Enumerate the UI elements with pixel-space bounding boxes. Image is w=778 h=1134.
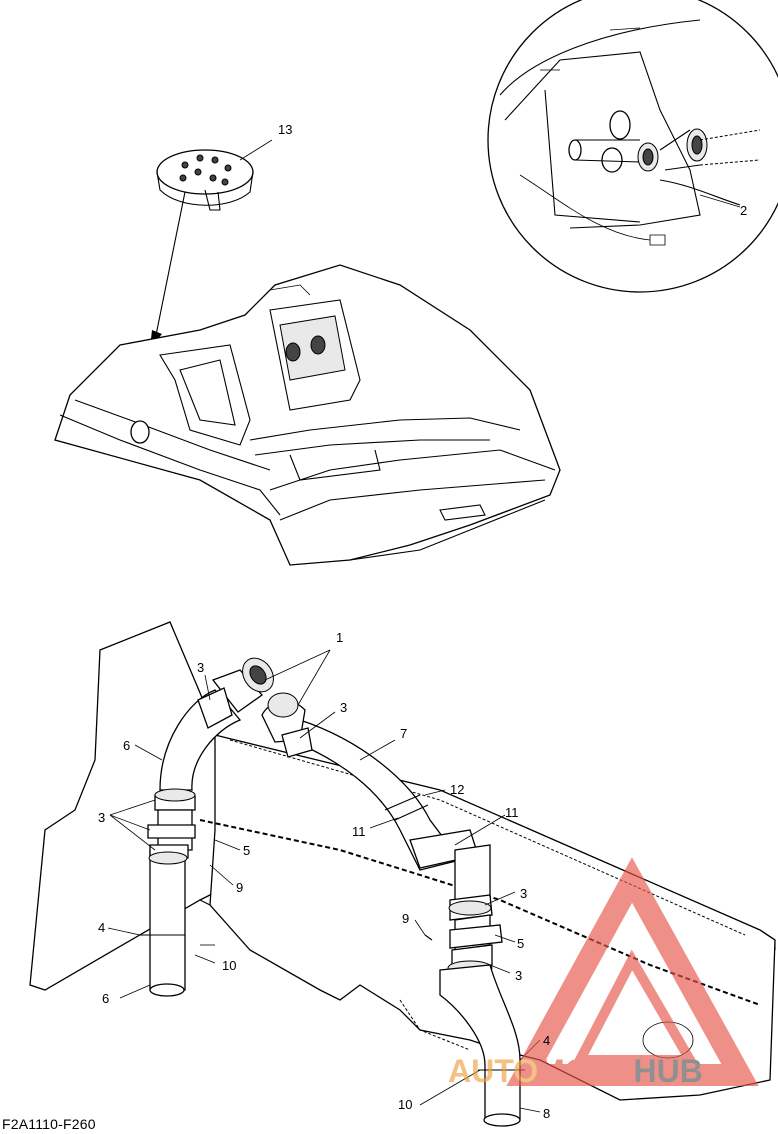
- detail-view: [487, 0, 778, 293]
- callout-12: 12: [450, 782, 464, 797]
- callout-8: 8: [543, 1106, 550, 1121]
- callout-6b: 6: [102, 991, 109, 1006]
- watermark: AUTOMOTOHUB: [448, 857, 759, 1089]
- callout-9b: 9: [402, 911, 409, 926]
- callout-7: 7: [400, 726, 407, 741]
- watermark-triangle-icon: [506, 857, 759, 1086]
- watermark-hub: HUB: [633, 1053, 702, 1089]
- callout-4b: 4: [543, 1033, 550, 1048]
- grill-cover-part: [156, 149, 254, 211]
- callout-3a: 3: [197, 660, 204, 675]
- callout-1: 1: [336, 630, 343, 645]
- callout-5a: 5: [243, 843, 250, 858]
- callout-3c: 3: [98, 810, 105, 825]
- callout-10a: 10: [222, 958, 236, 973]
- right-pipe-assembly: [424, 844, 525, 1127]
- callout-3b: 3: [340, 700, 347, 715]
- callout-3e: 3: [515, 968, 522, 983]
- install-arrow: [150, 191, 186, 348]
- callout-13: 13: [278, 122, 292, 137]
- watermark-text: AUTOMOTOHUB: [448, 1053, 703, 1089]
- hose-7: [261, 692, 479, 871]
- watermark-auto: AUTO: [448, 1053, 538, 1089]
- callout-4a: 4: [98, 920, 105, 935]
- callout-6a: 6: [123, 738, 130, 753]
- callout-2: 2: [740, 203, 747, 218]
- callout-numbers: 1 2 3 3 3 3 3 4 4 5 5 6 6 7 8 9 9 10 10 …: [98, 122, 747, 1121]
- callout-11a: 11: [352, 824, 366, 839]
- callout-5b: 5: [517, 936, 524, 951]
- callout-10b: 10: [398, 1097, 412, 1112]
- hull-deck: [54, 264, 561, 566]
- diagram-code: F2A1110-F260: [2, 1116, 96, 1132]
- left-pipe-assembly: [140, 657, 274, 997]
- callout-9a: 9: [236, 880, 243, 895]
- watermark-moto: MOTO: [538, 1053, 633, 1089]
- callout-3d: 3: [520, 886, 527, 901]
- callout-11b: 11: [505, 805, 519, 820]
